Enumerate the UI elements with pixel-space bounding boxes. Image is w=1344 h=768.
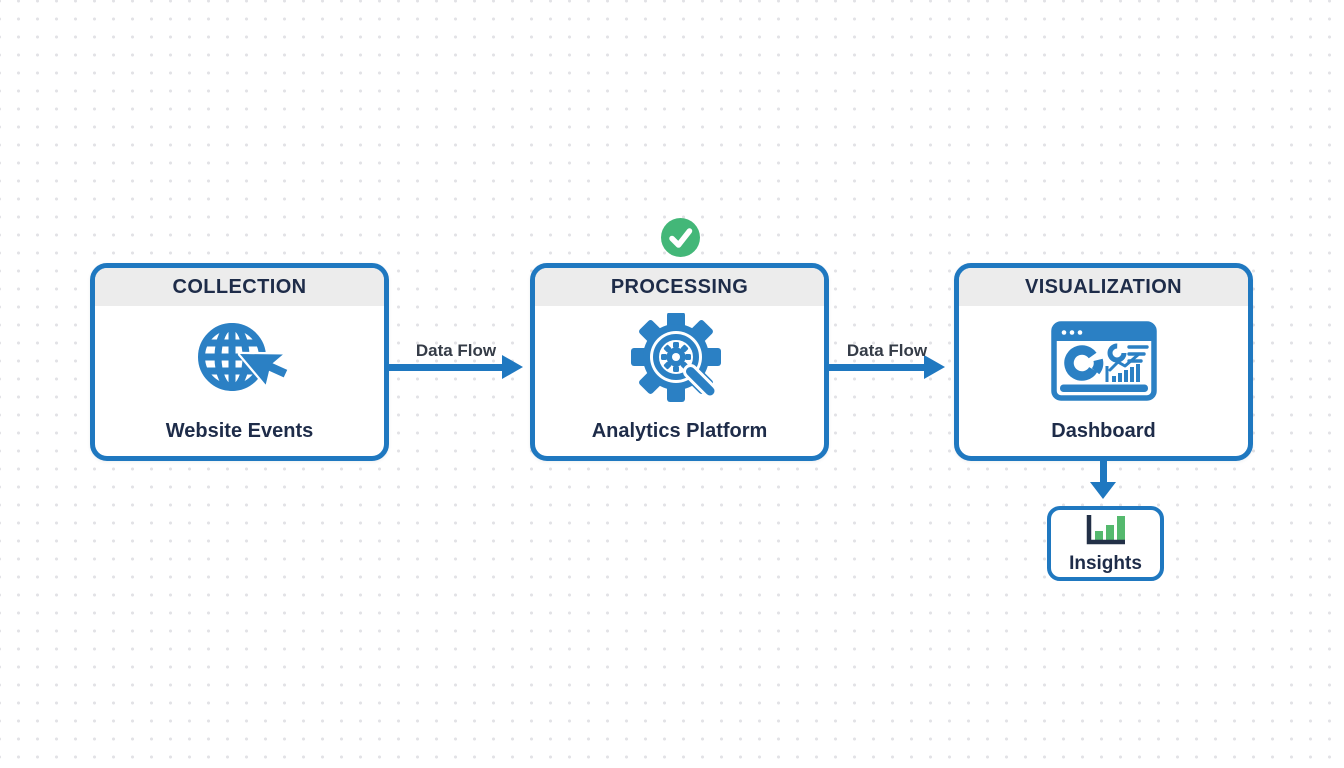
node-collection-icon-area [95,306,384,420]
node-processing: PROCESSING [530,263,829,461]
node-processing-label: Analytics Platform [591,420,768,442]
arrow-visualization-to-insights [1100,458,1107,482]
node-collection-header: COLLECTION [95,268,384,306]
node-visualization: VISUALIZATION [954,263,1253,461]
node-collection-label: Website Events [165,420,314,442]
dashboard-icon [1050,320,1157,406]
globe-cursor-icon [192,316,289,411]
arrow-collection-to-processing [389,364,502,371]
node-collection: COLLECTION Website Events [90,263,389,461]
bar-chart-icon [1083,512,1129,553]
arrowhead-right-icon [924,355,945,379]
node-processing-header: PROCESSING [535,268,824,306]
node-visualization-icon-area [959,306,1248,420]
edge-label-data-flow-1: Data Flow [415,341,497,360]
node-insights-label: Insights [1069,553,1142,575]
edge-label-data-flow-2: Data Flow [846,341,928,360]
node-visualization-label: Dashboard [1051,420,1156,442]
node-processing-icon-area [535,306,824,420]
node-insights: Insights [1047,506,1164,581]
arrow-processing-to-visualization [829,364,924,371]
check-circle-icon [661,218,700,257]
arrowhead-right-icon [502,355,523,379]
arrowhead-down-icon [1090,482,1116,499]
gear-magnifier-icon [630,311,730,414]
node-visualization-header: VISUALIZATION [959,268,1248,306]
